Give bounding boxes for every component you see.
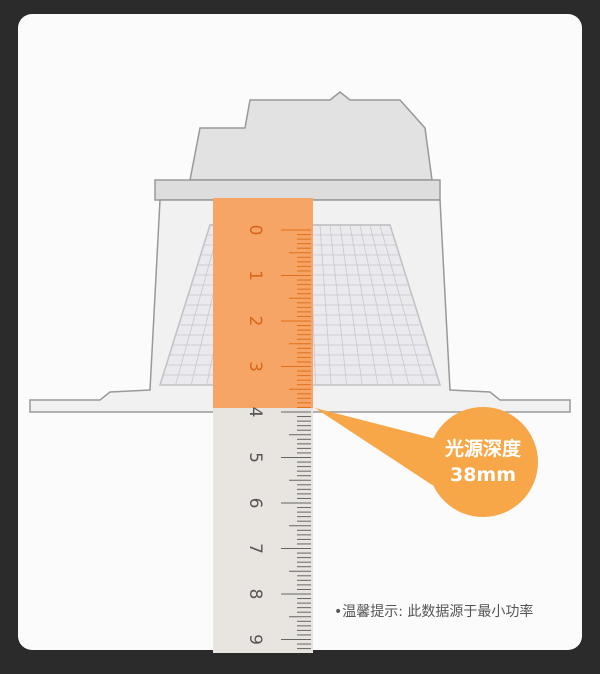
depth-callout: 光源深度 38mm [428, 436, 538, 488]
ruler-numbers: 0 1 2 3 4 5 6 7 8 9 [245, 225, 265, 645]
ruler-number: 2 [245, 316, 265, 327]
grid-line [339, 224, 363, 386]
grid-line [319, 224, 332, 386]
callout-title: 光源深度 [444, 438, 521, 460]
callout-bubble [428, 407, 538, 517]
ruler-number: 0 [245, 225, 265, 236]
ruler-ticks [281, 229, 311, 650]
ruler-wood [213, 408, 313, 653]
ruler-number: 4 [245, 407, 265, 418]
callout-pointer [315, 408, 455, 500]
grid-line [329, 224, 348, 386]
ruler-orange [213, 198, 313, 408]
ruler-number: 5 [245, 452, 265, 463]
grid-line [349, 224, 379, 386]
ruler-number: 7 [245, 543, 265, 554]
footnote: •温馨提示: 此数据源于最小功率 [334, 604, 534, 620]
ruler-number: 3 [245, 361, 265, 372]
grid-line [379, 224, 425, 386]
ruler-number: 6 [245, 498, 265, 509]
ruler-number: 1 [245, 270, 265, 281]
grid-line [369, 224, 410, 386]
ruler-number: 9 [245, 634, 265, 645]
grid-line [159, 224, 211, 386]
callout-value: 38mm [449, 464, 517, 486]
ruler-number: 8 [245, 589, 265, 600]
grid-line [389, 224, 441, 386]
grid-line [359, 224, 394, 386]
grid-line [175, 224, 221, 386]
